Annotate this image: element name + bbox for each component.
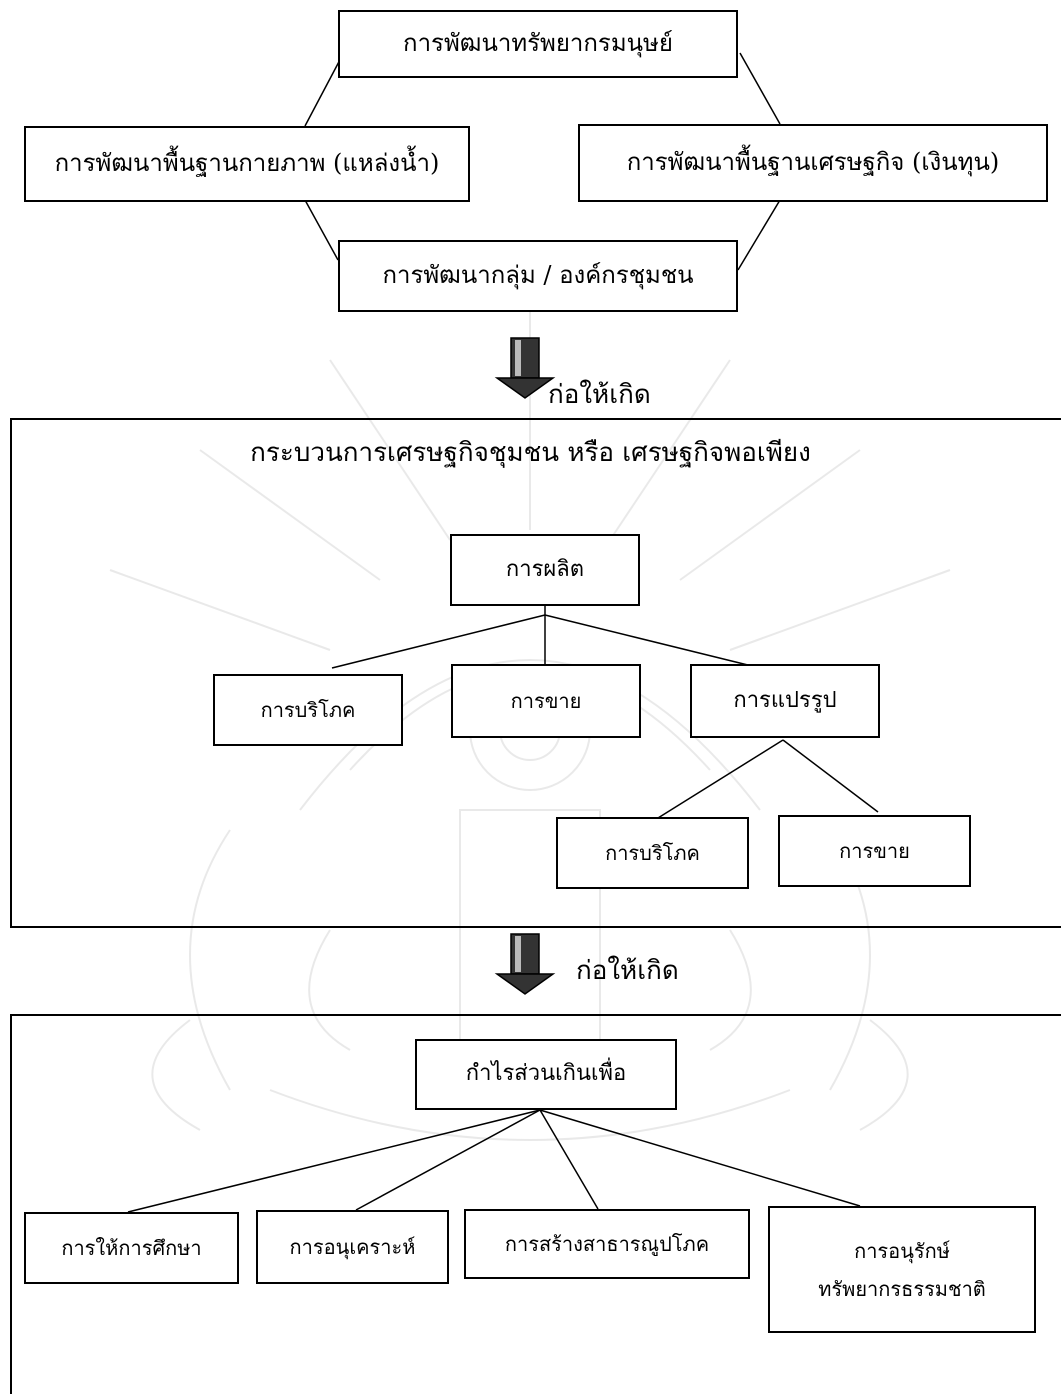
- causes-label-1: ก่อให้เกิด: [548, 380, 651, 410]
- human-resource-label: การพัฒนาทรัพยากรมนุษย์: [403, 29, 673, 58]
- profit-panel: [10, 1014, 1061, 1394]
- sell-box: การขาย: [451, 664, 641, 738]
- consume2-label: การบริโภค: [605, 841, 700, 865]
- physical-infrastructure-label: การพัฒนาพื้นฐานกายภาพ (แหล่งน้ำ): [54, 149, 440, 178]
- down-arrow-1: [494, 337, 556, 399]
- utilities-box: การสร้างสาธารณูปโภค: [464, 1209, 750, 1279]
- causes-label-2: ก่อให้เกิด: [576, 956, 679, 986]
- education-label: การให้การศึกษา: [61, 1236, 202, 1260]
- human-resource-box: การพัฒนาทรัพยากรมนุษย์: [338, 10, 738, 78]
- consume-label: การบริโภค: [260, 698, 356, 722]
- down-arrow-2: [494, 933, 556, 995]
- profit-label: กำไรส่วนเกินเพื่อ: [465, 1061, 627, 1087]
- consume2-box: การบริโภค: [556, 817, 749, 889]
- sell-label: การขาย: [510, 689, 582, 713]
- production-label: การผลิต: [505, 556, 585, 582]
- production-box: การผลิต: [450, 534, 640, 606]
- community-group-label: การพัฒนากลุ่ม / องค์กรชุมชน: [382, 261, 694, 290]
- process-panel: [10, 418, 1061, 928]
- conservation-label-line1: การอนุรักษ์: [854, 1238, 950, 1263]
- transform-label: การแปรรูป: [733, 687, 837, 713]
- sell2-box: การขาย: [778, 815, 971, 887]
- utilities-label: การสร้างสาธารณูปโภค: [504, 1232, 710, 1256]
- physical-infrastructure-box: การพัฒนาพื้นฐานกายภาพ (แหล่งน้ำ): [24, 126, 470, 202]
- conservation-label-line2: ทรัพยากรธรรมชาติ: [818, 1276, 986, 1301]
- connector-lines: [127, 52, 879, 1213]
- consume-box: การบริโภค: [213, 674, 403, 746]
- welfare-box: การอนุเคราะห์: [256, 1210, 449, 1284]
- profit-box: กำไรส่วนเกินเพื่อ: [415, 1039, 677, 1110]
- sell2-label: การขาย: [839, 839, 910, 863]
- education-box: การให้การศึกษา: [24, 1212, 239, 1284]
- welfare-label: การอนุเคราะห์: [289, 1235, 416, 1259]
- process-title: กระบวนการเศรษฐกิจชุมชน หรือ เศรษฐกิจพอเพ…: [250, 438, 811, 468]
- economic-infrastructure-label: การพัฒนาพื้นฐานเศรษฐกิจ (เงินทุน): [626, 148, 1000, 177]
- community-group-box: การพัฒนากลุ่ม / องค์กรชุมชน: [338, 240, 738, 312]
- transform-box: การแปรรูป: [690, 664, 880, 738]
- economic-infrastructure-box: การพัฒนาพื้นฐานเศรษฐกิจ (เงินทุน): [578, 124, 1048, 202]
- conservation-box: การอนุรักษ์ ทรัพยากรธรรมชาติ: [768, 1206, 1036, 1333]
